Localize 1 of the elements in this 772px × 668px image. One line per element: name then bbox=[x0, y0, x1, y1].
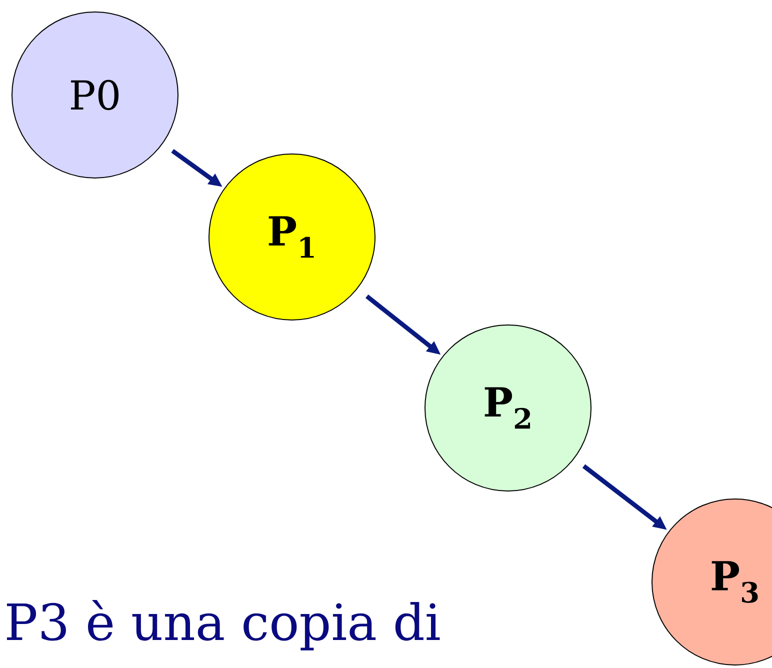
caption-text: P3 è una copia di bbox=[6, 600, 440, 650]
